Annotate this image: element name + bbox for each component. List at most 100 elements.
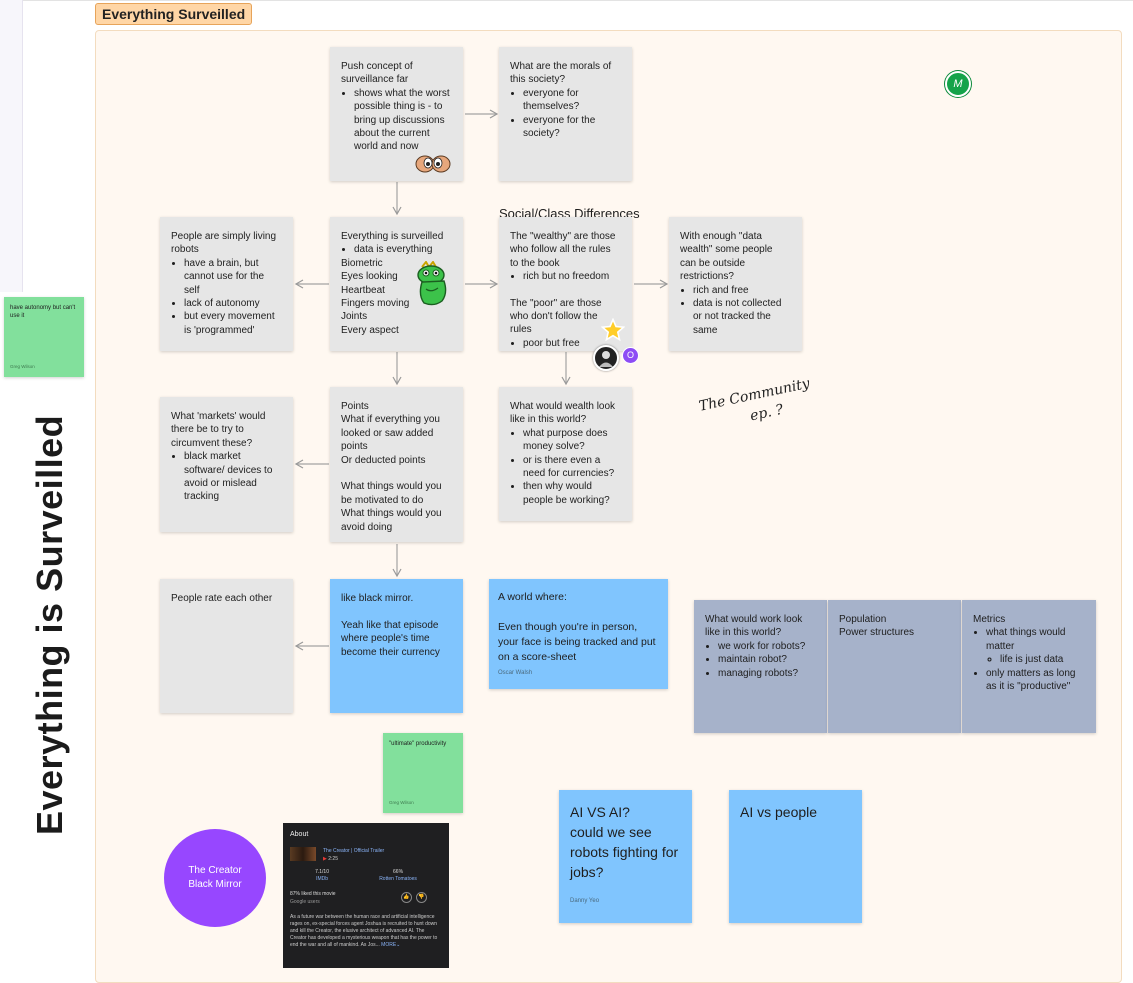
sticky-text: People are simply living robots — [171, 231, 277, 256]
duration-text: 2:25 — [328, 856, 338, 862]
bullet: lack of autonomy — [184, 297, 282, 310]
bullet: what purpose does money solve? — [523, 427, 621, 454]
sticky-text: Metrics — [973, 614, 1006, 625]
sticky-author: Oscar Walsh — [498, 670, 533, 676]
bullet: what things would matter — [986, 626, 1085, 653]
sticky-population[interactable]: Population Power structures — [828, 600, 961, 733]
sticky-bullets: rich and free data is not collected or n… — [680, 284, 791, 338]
sticky-black-mirror[interactable]: like black mirror. Yeah like that episod… — [330, 579, 463, 713]
thumbs-down-icon[interactable]: 👎 — [416, 892, 427, 903]
sticky-a-world-where[interactable]: A world where: Even though you're in per… — [489, 579, 668, 689]
more-link[interactable]: MORE — [381, 942, 397, 948]
sticky-text: With enough "data wealth" some people ca… — [680, 231, 773, 283]
sticky-data-wealth[interactable]: With enough "data wealth" some people ca… — [669, 217, 802, 351]
sticky-wealth-look[interactable]: What would wealth look like in this worl… — [499, 387, 632, 521]
sticky-text: AI vs people — [740, 804, 818, 820]
bullet: rich and free — [693, 284, 791, 297]
sticky-ultimate-productivity[interactable]: "ultimate" productivity Greg Wilson — [383, 733, 463, 813]
frame-title[interactable]: Everything Surveilled — [95, 3, 253, 25]
user-avatar-m[interactable]: M — [945, 71, 971, 97]
description-text: As a future war between the human race a… — [290, 914, 438, 948]
bullet: or is there even a need for currencies? — [523, 454, 621, 481]
sticky-author: Danny Yeo — [570, 898, 600, 904]
sticky-text: like black mirror. Yeah like that episod… — [341, 593, 440, 658]
sticky-points[interactable]: Points What if everything you looked or … — [330, 387, 463, 542]
youtube-icon: ▶ — [323, 856, 327, 862]
bullet: we work for robots? — [718, 640, 816, 653]
bullet: shows what the worst possible thing is -… — [354, 87, 452, 154]
bullet: data is everything — [354, 243, 452, 256]
sticky-sub-bullets: life is just data — [986, 653, 1085, 666]
frog-sticker-icon — [417, 261, 447, 306]
sticky-ai-vs-ai[interactable]: AI VS AI? could we see robots fighting f… — [559, 790, 692, 923]
bullet: poor but free — [523, 337, 621, 350]
sticky-bullets: have a brain, but cannot use for the sel… — [171, 257, 282, 337]
sticky-text: People rate each other — [171, 593, 273, 604]
user-avatar-photo[interactable] — [593, 345, 619, 371]
sticky-text: The "poor" are those who don't follow th… — [510, 297, 602, 336]
sticky-bullets: what purpose does money solve? or is the… — [510, 427, 621, 507]
sticky-living-robots[interactable]: People are simply living robots have a b… — [160, 217, 293, 351]
top-border — [0, 0, 1133, 1]
rt-score: 66% — [393, 869, 404, 875]
sticky-author: Greg Wilson — [10, 364, 35, 369]
sticky-bullets: we work for robots? maintain robot? mana… — [705, 640, 816, 680]
bullet: rich but no freedom — [523, 270, 621, 283]
circle-creator-black-mirror[interactable]: The Creator Black Mirror — [164, 829, 266, 927]
bullet: everyone for the society? — [523, 114, 621, 141]
user-avatar-o[interactable]: O — [622, 347, 639, 364]
sticky-text: have autonomy but can't use it — [10, 305, 76, 319]
chevron-down-icon[interactable]: ⌄ — [396, 942, 401, 948]
trailer-title-link[interactable]: The Creator | Official Trailer — [323, 848, 385, 854]
google-users-label: Google users — [290, 899, 320, 905]
star-sticker-icon[interactable] — [601, 318, 625, 342]
bullet: then why would people be working? — [523, 480, 621, 507]
sticky-bullets: shows what the worst possible thing is -… — [341, 87, 452, 154]
sticky-text: What are the morals of this society? — [510, 61, 612, 86]
sticky-text: What 'markets' would there be to try to … — [171, 411, 266, 449]
sub-bullet: life is just data — [1000, 653, 1085, 666]
trailer-duration: ▶ 2:25 — [323, 856, 338, 863]
sticky-bullets: poor but free — [510, 337, 621, 350]
sticky-ai-vs-people[interactable]: AI vs people — [729, 790, 862, 923]
sticky-autonomy[interactable]: have autonomy but can't use it Greg Wils… — [4, 297, 84, 377]
bullet: data is not collected or not tracked the… — [693, 297, 791, 337]
sticky-text: Population Power structures — [839, 614, 915, 639]
thumbs-up-icon[interactable]: 👍 — [401, 892, 412, 903]
sticky-bullets: black market software/ devices to avoid … — [171, 450, 282, 504]
sticky-markets[interactable]: What 'markets' would there be to try to … — [160, 397, 293, 532]
sticky-text: "ultimate" productivity — [389, 741, 447, 747]
sticky-author: Greg Wilson — [389, 800, 414, 805]
sticky-morals[interactable]: What are the morals of this society? eve… — [499, 47, 632, 181]
liked-percentage: 87% liked this movie — [290, 891, 336, 897]
rt-label[interactable]: Rotten Tomatoes — [379, 876, 417, 882]
sticky-text: A world where: Even though you're in per… — [498, 591, 656, 663]
bullet: but every movement is 'programmed' — [184, 310, 282, 337]
trailer-thumbnail[interactable] — [290, 847, 316, 861]
sticky-work[interactable]: What would work look like in this world?… — [694, 600, 827, 733]
sticky-bullets: rich but no freedom — [510, 270, 621, 283]
movie-description: As a future war between the human race a… — [290, 914, 440, 949]
imdb-label[interactable]: IMDb — [316, 876, 329, 882]
sticky-text: Points What if everything you looked or … — [341, 401, 442, 533]
person-photo-icon — [599, 351, 613, 367]
sticky-text: AI VS AI? could we see robots fighting f… — [570, 804, 679, 880]
movie-info-screenshot[interactable]: About The Creator | Official Trailer ▶ 2… — [283, 823, 449, 968]
eyes-emoji-icon — [415, 155, 451, 173]
bullet: only matters as long as it is "productiv… — [986, 667, 1085, 694]
sticky-push-concept[interactable]: Push concept of surveillance far shows w… — [330, 47, 463, 181]
sticky-text: What would wealth look like in this worl… — [510, 401, 616, 426]
sticky-everything-surveilled[interactable]: Everything is surveilled data is everyth… — [330, 217, 463, 351]
sticky-text-list: Biometric Eyes looking Heartbeat Fingers… — [341, 257, 410, 336]
sticky-metrics[interactable]: Metrics what things would matter life is… — [962, 600, 1096, 733]
sticky-text: Everything is surveilled — [341, 231, 444, 242]
feedback-buttons: 👍 👎 — [401, 892, 427, 903]
sticky-bullets: data is everything — [341, 243, 452, 256]
rt-rating[interactable]: 66%Rotten Tomatoes — [379, 869, 417, 883]
sticky-rate-each-other[interactable]: People rate each other — [160, 579, 293, 713]
sticky-text: The "wealthy" are those who follow all t… — [510, 231, 616, 269]
panel-about-heading: About — [290, 831, 309, 838]
